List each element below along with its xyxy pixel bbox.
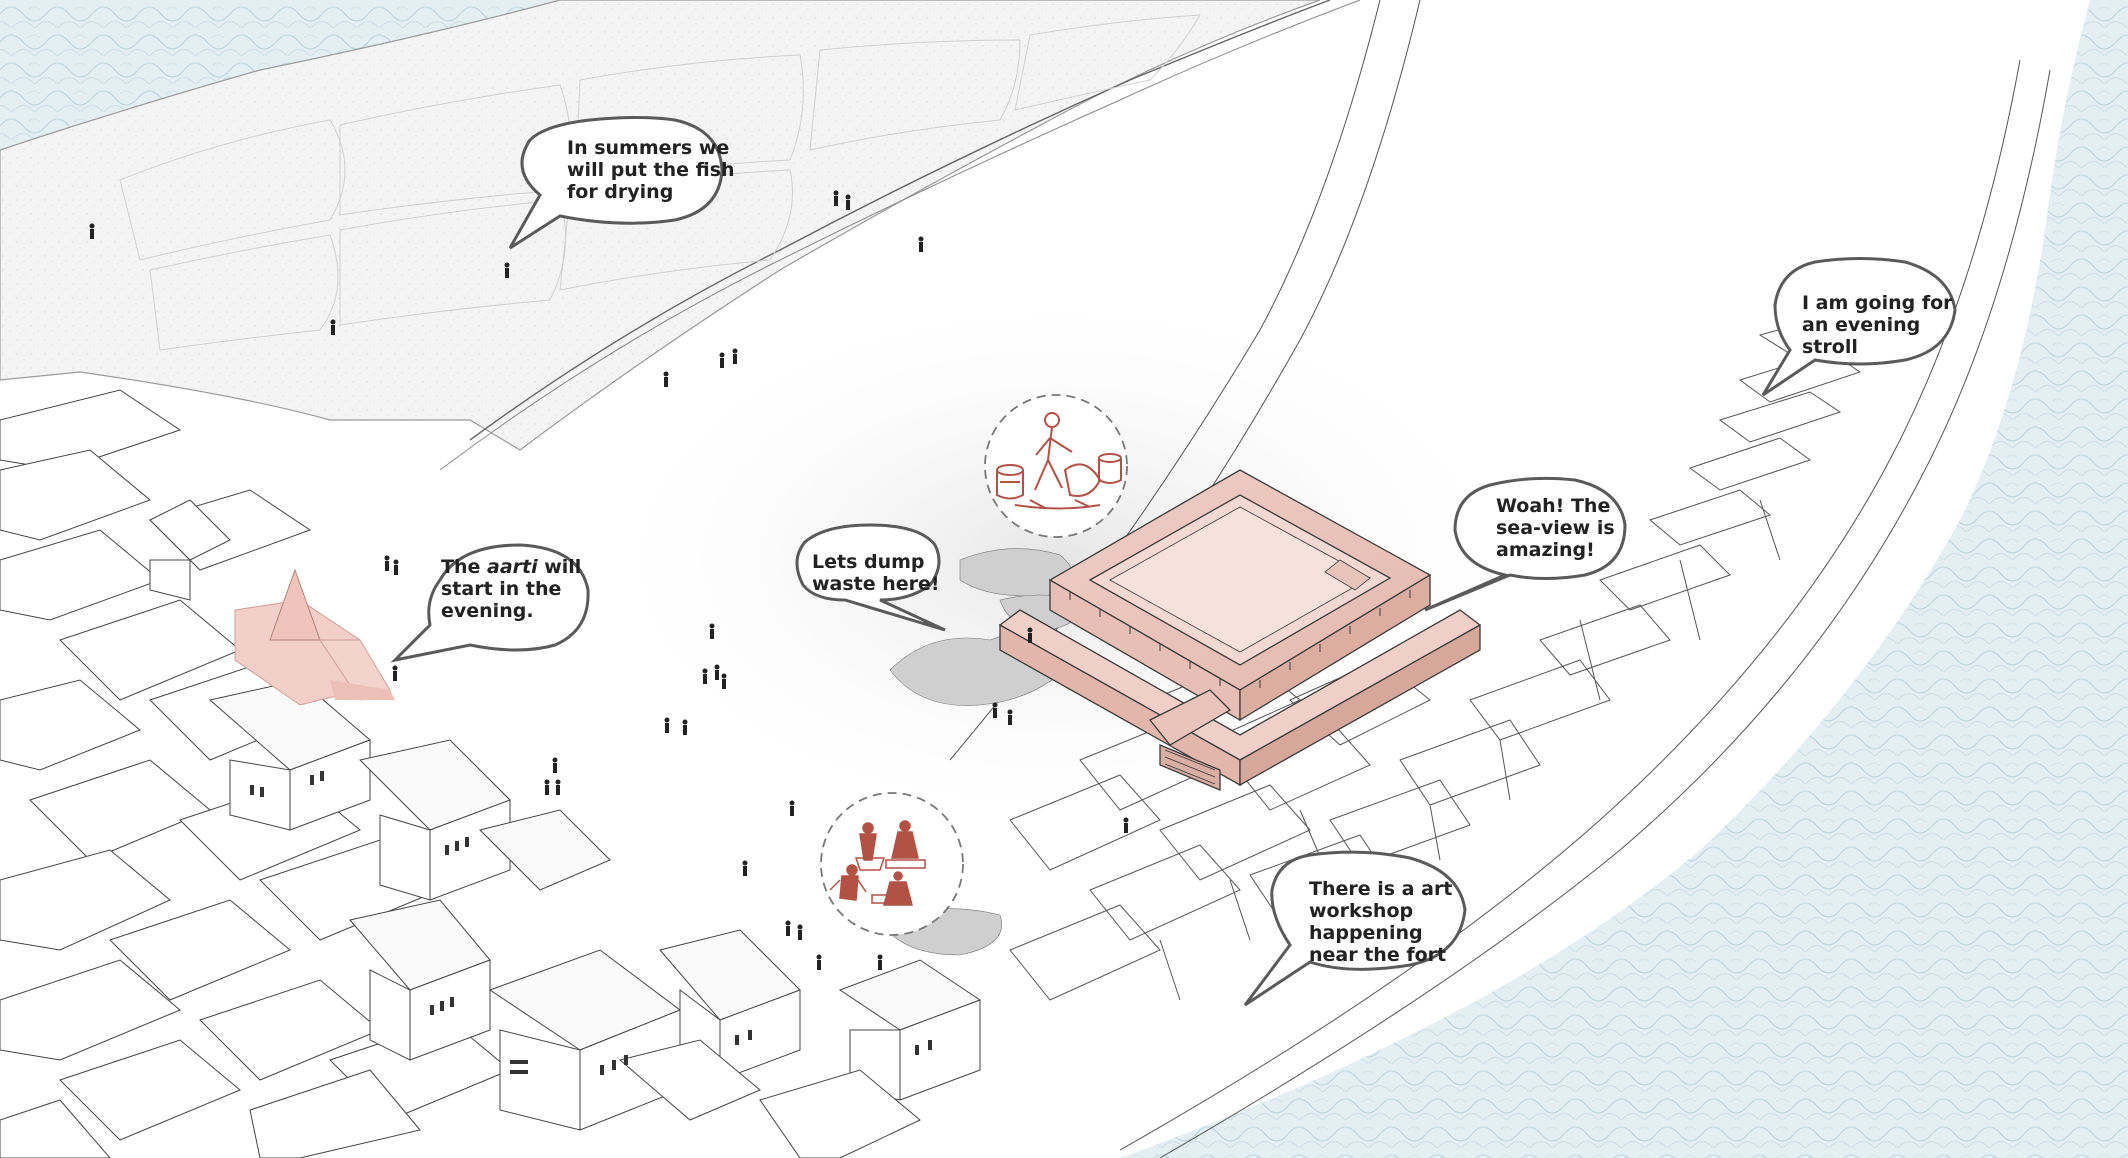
fort <box>998 469 1482 791</box>
bubble-fish-drying-shape <box>508 116 724 250</box>
sea-top-left <box>0 0 560 150</box>
promenade-edge <box>469 0 1331 441</box>
bubble-text-line: evening. <box>441 600 534 622</box>
bubble-text-line: an evening <box>1802 314 1921 336</box>
bubble-text-segment: will <box>537 556 582 578</box>
bubble-stroll: I am going for an evening stroll <box>1802 292 1953 358</box>
bubble-art-workshop-shape <box>1243 850 1467 1007</box>
bubble-text-line: for drying <box>567 181 674 203</box>
bubble-text-line: near the fort <box>1309 944 1447 966</box>
bubble-text-line: I am going for <box>1802 292 1953 314</box>
bubble-text-line: Woah! The <box>1496 495 1611 517</box>
bubble-sea-view-shape <box>1424 476 1627 612</box>
art-workshop-illustration <box>820 792 964 936</box>
bubble-stroll-shape <box>1761 257 1957 397</box>
temple <box>234 568 395 706</box>
bubble-aarti: The aarti will start in the evening. <box>441 556 581 622</box>
bubble-waste: Lets dump waste here! <box>812 551 940 595</box>
fish-drying-beach <box>0 0 1321 451</box>
bubble-text-line: start in the <box>441 578 562 600</box>
speech-bubbles <box>390 116 1957 1007</box>
bubble-aarti-shape <box>390 543 590 663</box>
bubble-text-line: The aarti will <box>441 556 581 578</box>
bubble-text-line: happening <box>1309 922 1423 944</box>
bubble-waste-shape <box>795 523 946 632</box>
bubble-text-line: Lets dump <box>812 551 925 573</box>
bubble-text-line: will put the fish <box>567 159 735 181</box>
bubble-text-line: workshop <box>1309 900 1414 922</box>
bubble-text-line: In summers we <box>567 137 730 159</box>
bubble-text-segment: The <box>441 556 487 578</box>
bubble-text-line: There is a art <box>1309 878 1453 900</box>
bubble-sea-view: Woah! The sea-view is amazing! <box>1496 495 1615 561</box>
bubble-text-line: sea-view is <box>1496 517 1615 539</box>
house-windows <box>250 771 932 1075</box>
aarti-word: aarti <box>487 556 538 578</box>
bubble-text-line: amazing! <box>1496 539 1595 561</box>
sea-right <box>1120 0 2128 1158</box>
bubble-text-line: stroll <box>1802 336 1858 358</box>
people <box>89 190 1129 970</box>
bubble-fish-drying: In summers we will put the fish for dryi… <box>567 137 735 203</box>
bubble-text-line: waste here! <box>812 573 940 595</box>
bubble-art-workshop: There is a art workshop happening near t… <box>1309 878 1452 966</box>
fisherman-illustration <box>984 394 1128 538</box>
